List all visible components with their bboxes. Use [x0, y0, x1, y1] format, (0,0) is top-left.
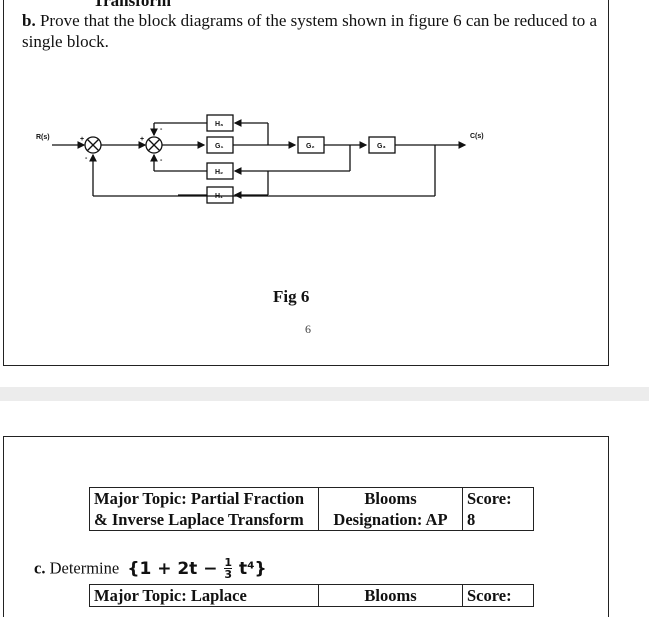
sign-plus-2: +	[140, 136, 144, 143]
sign-minus-3: -	[160, 157, 163, 164]
block-g1: G₁	[215, 143, 223, 150]
question-c: c. Determine {1 + 2t − 1 3 t⁴}	[34, 557, 267, 580]
major-topic-cell-2: Major Topic: Laplace	[89, 584, 319, 607]
major-topic-text: Major Topic: Partial Fraction & Inverse …	[94, 489, 305, 529]
block-g2: G₂	[306, 143, 315, 150]
question-b-text: Prove that the block diagrams of the sys…	[22, 11, 598, 51]
figure-caption: Fig 6	[273, 287, 310, 306]
block-h1: H₁	[215, 193, 223, 200]
question-frame	[3, 0, 609, 366]
question-c-expression: {1 + 2t − 1 3 t⁴}	[127, 556, 267, 581]
page-number: 6	[305, 322, 311, 336]
question-c-text: Determine	[49, 558, 120, 578]
score-cell-2: Score:	[462, 584, 534, 607]
blooms-cell-2: Blooms	[318, 584, 463, 607]
sign-plus-1: +	[80, 136, 84, 143]
question-b-label: b.	[22, 11, 36, 30]
topic-table-2: Major Topic: Laplace Blooms Score:	[89, 584, 534, 607]
block-g3: G₃	[377, 143, 386, 150]
expr-left: {1 + 2t −	[127, 558, 218, 579]
question-c-label: c.	[34, 558, 46, 578]
input-label: R(s)	[36, 134, 50, 141]
block-h2: H₂	[215, 169, 223, 176]
sign-minus-2: -	[160, 126, 163, 133]
major-topic-cell: Major Topic: Partial Fraction & Inverse …	[89, 487, 319, 531]
blooms-label: Blooms	[364, 489, 417, 508]
expr-fraction: 1 3	[224, 556, 233, 581]
topic-table-1: Major Topic: Partial Fraction & Inverse …	[89, 487, 534, 531]
blooms-designation: Designation: AP	[333, 510, 448, 529]
major-topic-text-2: Major Topic: Laplace	[94, 586, 247, 605]
expr-right: t⁴}	[238, 558, 267, 579]
frac-denominator: 3	[224, 568, 233, 581]
blooms-cell: Blooms Designation: AP	[318, 487, 463, 531]
output-label: C(s)	[470, 133, 484, 140]
score-label: Score:	[467, 489, 512, 508]
score-value: 8	[467, 510, 476, 529]
blooms-label-2: Blooms	[364, 586, 417, 605]
next-question-frame	[3, 436, 609, 617]
question-b: b. Prove that the block diagrams of the …	[22, 10, 602, 52]
block-diagram: R(s) C(s) H₃ G₁ G₂ G₃ H₂ H₁ + - + - -	[36, 114, 484, 204]
sign-minus-1: -	[85, 155, 88, 162]
score-cell: Score: 8	[462, 487, 534, 531]
block-h3: H₃	[215, 121, 223, 128]
frac-numerator: 1	[224, 556, 233, 569]
score-label-2: Score:	[467, 586, 512, 605]
clipped-heading: Transform	[93, 0, 172, 10]
page-separator	[0, 387, 649, 401]
